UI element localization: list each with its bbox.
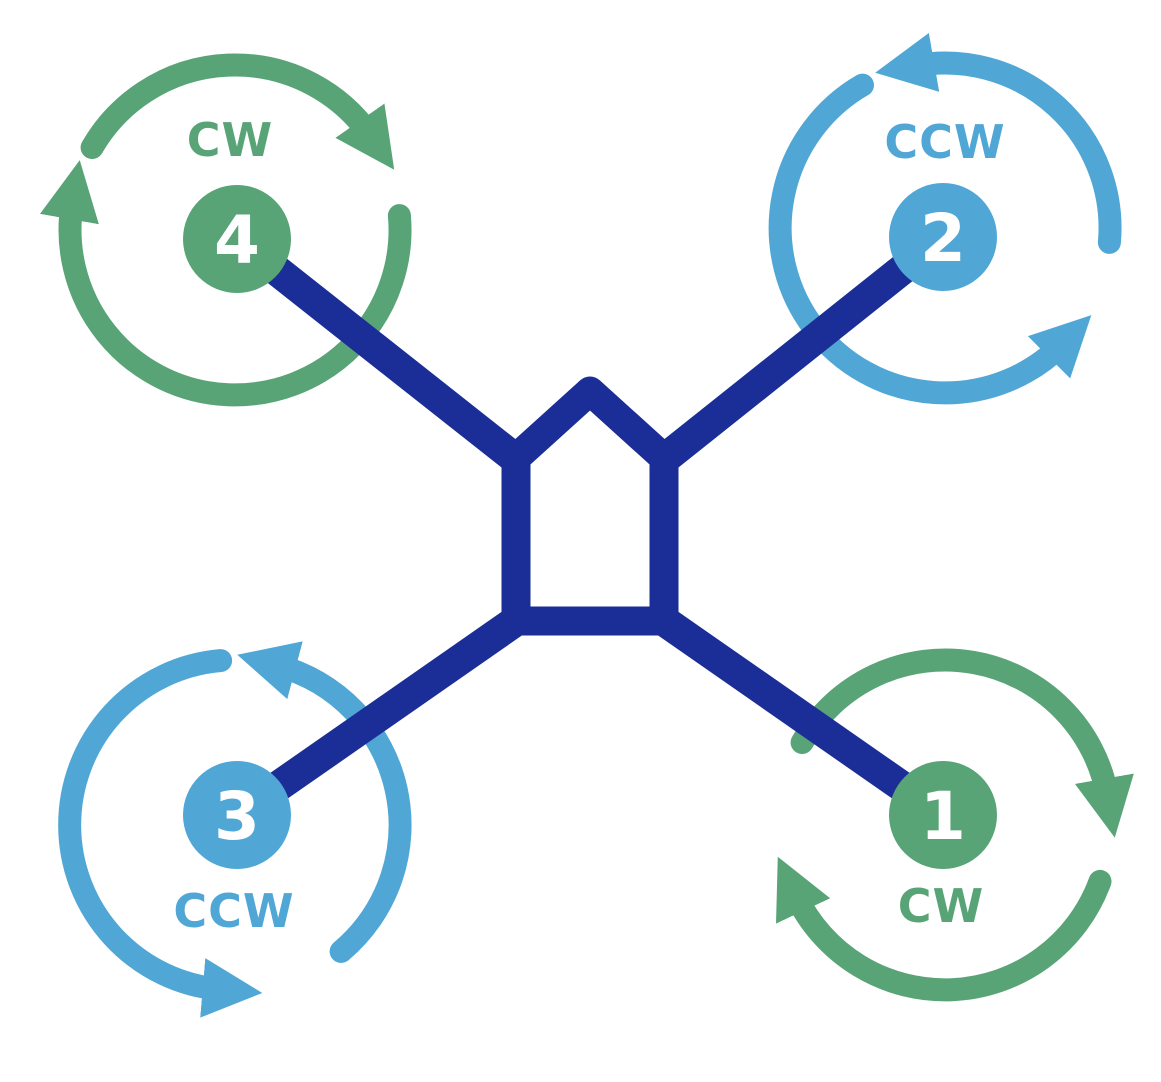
frame-arm-top-right: [647, 221, 959, 476]
motor-2-direction-label: CCW: [884, 115, 1005, 169]
motor-4-number: 4: [214, 202, 260, 279]
motor-4-rotation-icon: [39, 53, 412, 407]
motor-3-arc-right: [237, 641, 412, 963]
rotation-arcs-layer: [39, 32, 1134, 1018]
motor-4-arc-bottom: [39, 160, 412, 407]
frame-body-outline: [501, 376, 679, 636]
motor-1-disc: [889, 761, 997, 869]
motor-1-number: 1: [920, 778, 966, 855]
motor-2-arc-top: [875, 32, 1122, 254]
motors-layer: 4 CW 2 CCW 3 CCW 1 CW: [173, 113, 1005, 938]
frame-arm-bottom-right: [647, 604, 959, 831]
motor-2-number: 2: [920, 200, 966, 277]
motor-2-disc: [889, 183, 997, 291]
quadcopter-frame: [221, 221, 959, 831]
motor-3: 3 CCW: [173, 761, 294, 938]
motor-2: 2 CCW: [884, 115, 1005, 291]
motor-4: 4 CW: [183, 113, 291, 293]
motor-1-arc-bottom: [776, 856, 1112, 1002]
motor-1-rotation-icon: [776, 648, 1134, 1002]
motor-3-disc: [183, 761, 291, 869]
frame-arm-top-left: [221, 223, 533, 476]
motor-1: 1 CW: [889, 761, 997, 933]
frame-arm-bottom-left: [221, 604, 533, 831]
motor-3-arc-left: [58, 649, 263, 1018]
motor-3-rotation-icon: [58, 641, 412, 1018]
motor-3-number: 3: [214, 778, 260, 855]
motor-4-arc-top: [80, 53, 395, 170]
motor-1-direction-label: CW: [898, 879, 985, 933]
motor-1-arc-top: [790, 648, 1134, 838]
motor-4-direction-label: CW: [187, 113, 274, 167]
motor-4-disc: [183, 185, 291, 293]
motor-3-direction-label: CCW: [173, 884, 294, 938]
